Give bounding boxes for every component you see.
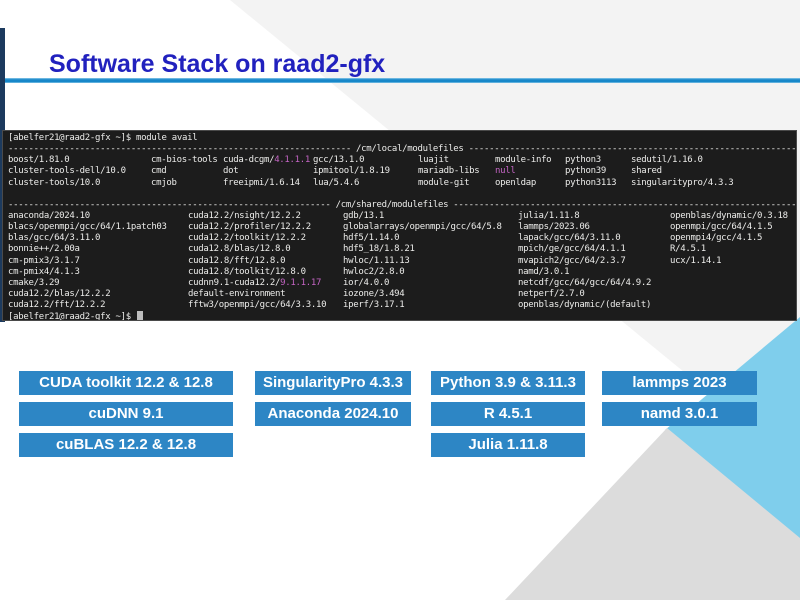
module-entry: cuda12.8/fft/12.8.0	[188, 255, 286, 266]
terminal-line: cluster-tools/10.0 cmjob freeipmi/1.6.14 lu…	[3, 178, 796, 189]
module-entry: iozone/3.494	[343, 288, 405, 299]
module-entry: cuda12.2/toolkit/12.2.2	[188, 233, 306, 244]
module-entry: mariadb-libs	[418, 166, 480, 177]
module-entry: julia/1.11.8	[518, 210, 580, 221]
module-entry: cluster-tools/10.0	[8, 177, 101, 188]
software-box: Anaconda 2024.10	[255, 402, 411, 426]
module-entry: python3113	[565, 177, 617, 188]
terminal-line: cuda12.2/fft/12.2.2 fftw3/openmpi/gcc/64/…	[3, 300, 796, 311]
module-entry: dot	[223, 166, 239, 177]
module-entry: netperf/2.7.0	[518, 288, 585, 299]
module-entry-highlight: 9.1.1.17	[280, 277, 322, 288]
module-entry-highlight: null	[495, 166, 516, 177]
module-entry: cuda12.2/nsight/12.2.2	[188, 210, 301, 221]
software-box: cuDNN 9.1	[19, 402, 233, 426]
software-box: namd 3.0.1	[602, 402, 757, 426]
module-entry: cluster-tools-dell/10.0	[8, 166, 126, 177]
module-entry: cuda12.8/blas/12.8.0	[188, 244, 291, 255]
module-entry: netcdf/gcc/64/gcc/64/4.9.2	[518, 277, 652, 288]
terminal-line: cuda12.2/blas/12.2.2 default-environment i…	[3, 289, 796, 300]
module-entry: python3	[565, 155, 601, 166]
module-entry: cuda12.2/blas/12.2.2	[8, 288, 111, 299]
module-entry: lua/5.4.6	[313, 177, 360, 188]
module-entry: python39	[565, 166, 606, 177]
terminal-line: cm-pmix3/3.1.7 cuda12.8/fft/12.8.0 hwloc/1…	[3, 256, 796, 267]
module-entry: sedutil/1.16.0	[631, 155, 703, 166]
terminal-line: bonnie++/2.00a cuda12.8/blas/12.8.0 hdf5_1…	[3, 244, 796, 255]
module-entry: globalarrays/openmpi/gcc/64/5.8	[343, 222, 502, 233]
module-entry: gcc/13.1.0	[313, 155, 365, 166]
terminal-line: anaconda/2024.10 cuda12.2/nsight/12.2.2 gd…	[3, 211, 796, 222]
module-entry: lammps/2023.06	[518, 222, 590, 233]
module-entry: cuda12.2/profiler/12.2.2	[188, 222, 311, 233]
module-entry: blas/gcc/64/3.11.0	[8, 233, 101, 244]
software-box: Julia 1.11.8	[431, 433, 585, 457]
module-entry: R/4.5.1	[670, 244, 706, 255]
software-box: cuBLAS 12.2 & 12.8	[19, 433, 233, 457]
module-entry: hdf5/1.14.0	[343, 233, 400, 244]
module-entry: cm-pmix4/4.1.3	[8, 266, 80, 277]
terminal-line: boost/1.81.0 cm-bios-tools cuda-dcgm/4.1.1…	[3, 155, 796, 166]
module-entry: shared	[631, 166, 662, 177]
terminal-line: ----------------------------------------…	[8, 144, 797, 155]
module-entry: anaconda/2024.10	[8, 210, 90, 221]
module-entry: cmd	[151, 166, 167, 177]
module-entry: ucx/1.14.1	[670, 255, 722, 266]
terminal-line: ----------------------------------------…	[8, 199, 797, 210]
terminal-screenshot: [abelfer21@raad2-gfx ~]$ module avail---…	[2, 130, 797, 321]
module-entry: openmpi/gcc/64/4.1.5	[670, 222, 773, 233]
module-entry: iperf/3.17.1	[343, 300, 405, 311]
module-entry: cuda12.2/fft/12.2.2	[8, 300, 106, 311]
module-entry: namd/3.0.1	[518, 266, 570, 277]
terminal-line	[3, 189, 796, 200]
terminal-line: blas/gcc/64/3.11.0 cuda12.2/toolkit/12.2.…	[3, 233, 796, 244]
terminal-line: [abelfer21@raad2-gfx ~]$ module avail	[8, 133, 198, 143]
module-entry: default-environment	[188, 288, 286, 299]
module-entry: cuda-dcgm/4.1.1.1	[223, 155, 311, 166]
module-entry: mpich/ge/gcc/64/4.1.1	[518, 244, 626, 255]
module-entry: lapack/gcc/64/3.11.0	[518, 233, 621, 244]
module-entry: blacs/openmpi/gcc/64/1.1patch03	[8, 222, 167, 233]
title-underline-accent-line	[0, 78, 800, 83]
module-entry: openblas/dynamic/0.3.18	[670, 210, 788, 221]
module-entry: cmjob	[151, 177, 177, 188]
software-box: SingularityPro 4.3.3	[255, 371, 411, 395]
module-entry: bonnie++/2.00a	[8, 244, 80, 255]
module-entry: cuda12.8/toolkit/12.8.0	[188, 266, 306, 277]
module-entry: module-git	[418, 177, 470, 188]
module-entry: ior/4.0.0	[343, 277, 390, 288]
module-entry: cudnn9.1-cuda12.2/9.1.1.17	[188, 277, 322, 288]
module-entry: module-info	[495, 155, 552, 166]
module-entry: openldap	[495, 177, 536, 188]
terminal-line: cluster-tools-dell/10.0 cmd dot ipmitool/1.…	[3, 166, 796, 177]
module-entry: singularitypro/4.3.3	[631, 177, 734, 188]
module-entry: luajit	[418, 155, 449, 166]
module-entry: gdb/13.1	[343, 210, 384, 221]
module-entry: ipmitool/1.8.19	[313, 166, 390, 177]
module-entry-highlight: 4.1.1.1	[274, 155, 311, 166]
terminal-cursor	[136, 311, 143, 320]
module-entry: cm-pmix3/3.1.7	[8, 255, 80, 266]
module-entry: openblas/dynamic/(default)	[518, 300, 652, 311]
module-entry: hdf5_18/1.8.21	[343, 244, 415, 255]
module-entry: cm-bios-tools	[151, 155, 218, 166]
module-entry: mvapich2/gcc/64/2.3.7	[518, 255, 626, 266]
module-entry: fftw3/openmpi/gcc/64/3.3.10	[188, 300, 327, 311]
terminal-line: cm-pmix4/4.1.3 cuda12.8/toolkit/12.8.0 hwl…	[3, 267, 796, 278]
module-entry: openmpi4/gcc/4.1.5	[670, 233, 763, 244]
software-box: Python 3.9 & 3.11.3	[431, 371, 585, 395]
slide-title: Software Stack on raad2-gfx	[49, 49, 386, 78]
software-box: CUDA toolkit 12.2 & 12.8	[19, 371, 233, 395]
module-entry: boost/1.81.0	[8, 155, 70, 166]
module-entry: cmake/3.29	[8, 277, 60, 288]
module-entry: freeipmi/1.6.14	[223, 177, 300, 188]
module-entry: null	[495, 166, 516, 177]
terminal-line: blacs/openmpi/gcc/64/1.1patch03 cuda12.2/…	[3, 222, 796, 233]
terminal-line: [abelfer21@raad2-gfx ~]$	[3, 311, 796, 320]
software-box: lammps 2023	[602, 371, 757, 395]
module-entry: hwloc2/2.8.0	[343, 266, 405, 277]
module-entry: hwloc/1.11.13	[343, 255, 410, 266]
terminal-line: cmake/3.29 cudnn9.1-cuda12.2/9.1.1.17 ior/…	[3, 278, 796, 289]
software-box: R 4.5.1	[431, 402, 585, 426]
